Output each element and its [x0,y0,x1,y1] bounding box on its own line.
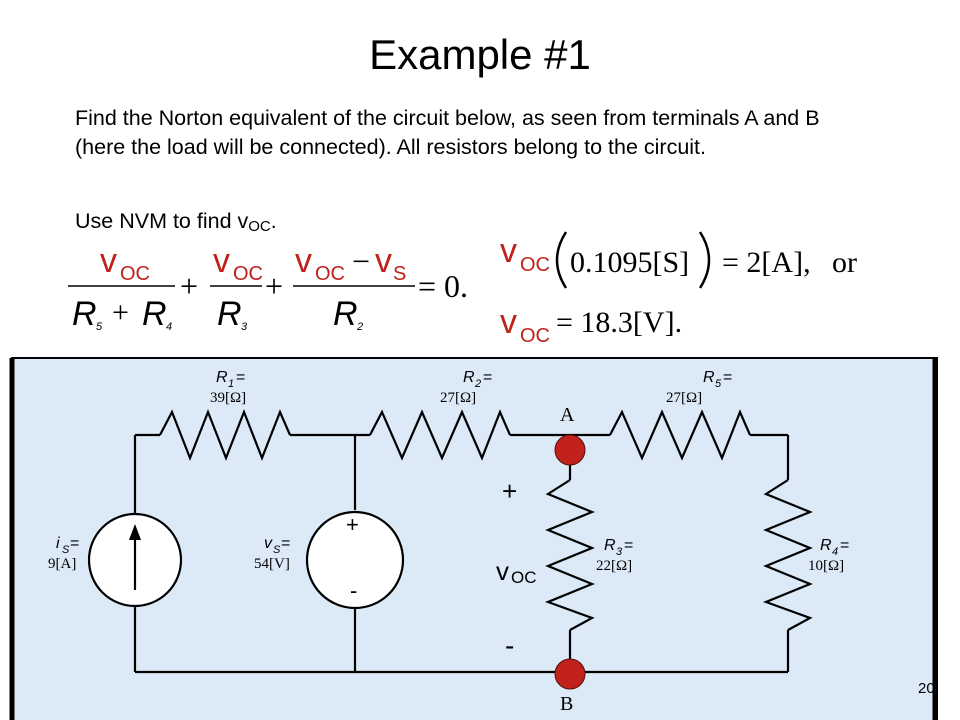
r4-label: R 4 = 10[Ω] [808,537,849,574]
voltage-source-plus: + [346,512,359,537]
r3-eq: = [624,537,633,554]
voc-label: v [496,556,509,586]
eq-denominator-plus: + [112,296,129,329]
is-eq: = [70,535,79,552]
vs-name: v [264,535,273,552]
r1-value: 39[Ω] [210,390,246,406]
eq-R5-sub: 5 [96,321,103,333]
r3-value: 22[Ω] [596,558,632,574]
slide-title: Example #1 [369,31,591,78]
eq-plus-2: + [265,268,283,304]
voltage-source [305,510,405,610]
resistor-r2 [369,409,512,461]
is-value: 9[A] [48,556,76,572]
r5-label: R 5 = 27[Ω] [666,369,732,406]
eq-plus-1: + [180,268,198,304]
instruction-text: Use NVM to find v [75,209,249,233]
slide-number: 20 [918,680,935,697]
r4-name: R [820,537,832,554]
eq2-value: 0.1095[S] [570,246,689,279]
r4-value: 10[Ω] [808,558,844,574]
r3-name: R [604,537,616,554]
current-source-arrow-icon [129,524,141,540]
is-name: i [56,535,60,552]
eq-minus: − [352,243,370,279]
r5-name: R [703,369,715,386]
eq2-rhs: = 2[A], [722,246,811,279]
eq-v-term2: v [213,242,230,280]
terminal-b-node [554,658,586,690]
voc-plus: + [502,476,517,506]
eq-R2-sub: 2 [356,321,363,333]
r2-name: R [463,369,475,386]
terminal-a-node [554,434,586,466]
eq2-close-paren [698,231,711,289]
eq-equals-zero: = 0. [418,268,468,304]
is-sub: S [62,544,70,556]
eq2-open-paren [555,231,568,289]
eq-v-term1: v [100,242,117,280]
eq-R4: R [142,295,167,333]
terminal-a-label: A [560,404,575,426]
eq2-or: or [832,246,857,279]
eq-R4-sub: 4 [166,321,172,333]
r5-sub: 5 [715,378,722,390]
r4-eq: = [840,537,849,554]
eq-v-term3: v [295,242,312,280]
resistor-r5 [609,409,752,461]
r5-value: 27[Ω] [666,390,702,406]
vs-sub: S [273,544,281,556]
r3-label: R 3 = 22[Ω] [596,537,633,574]
eq2-v: v [500,232,517,270]
eq-R3: R [217,295,242,333]
vs-label: v S = 54[V] [254,535,290,572]
voc-subscript: OC [511,568,537,587]
resistor-r1 [159,408,292,462]
eq-R5: R [72,295,97,333]
r2-eq: = [483,369,492,386]
eq-R2: R [333,295,358,333]
eq-oc-term2: OC [233,263,263,285]
eq-R3-sub: 3 [241,321,248,333]
voltage-source-minus: - [350,578,357,603]
r2-label: R 2 = 27[Ω] [440,369,492,406]
resistor-r4 [762,479,813,631]
r1-sub: 1 [228,378,234,390]
eq-oc-term3: OC [315,263,345,285]
problem-statement: Find the Norton equivalent of the circui… [75,106,820,159]
instruction-subscript: OC [248,218,271,235]
r4-sub: 4 [832,546,838,558]
r2-value: 27[Ω] [440,390,476,406]
eq-s-sub: S [393,263,406,285]
instruction-end: . [270,209,277,233]
is-label: i S = 9[A] [48,535,79,572]
eq2-oc: OC [520,254,550,276]
eq-oc-term1: OC [120,263,150,285]
terminal-b-label: B [560,693,573,715]
instruction-line: Use NVM to find vOC. [75,207,277,241]
eq3-v: v [500,303,517,341]
r1-eq: = [236,369,245,386]
eq3-oc: OC [520,325,550,347]
r2-sub: 2 [474,378,481,390]
vs-eq: = [281,535,290,552]
resistor-r3 [544,479,595,631]
r5-eq: = [723,369,732,386]
eq3-rhs: = 18.3[V]. [556,306,682,339]
r3-sub: 3 [616,546,623,558]
r1-name: R [216,369,228,386]
eq-v-s: v [375,242,392,280]
r1-label: R 1 = 39[Ω] [210,369,246,406]
voc-minus: - [505,630,514,661]
vs-value: 54[V] [254,556,290,572]
